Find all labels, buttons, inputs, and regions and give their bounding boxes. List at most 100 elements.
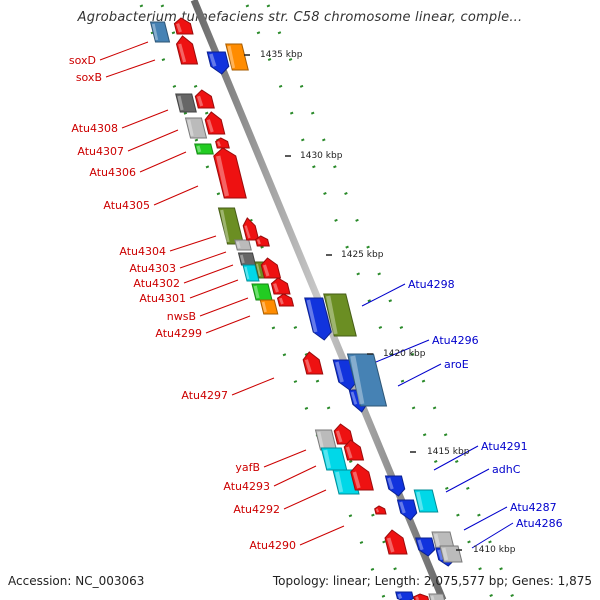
label-Atu4291: Atu4291 — [433, 440, 528, 471]
svg-text:1415 kbp: 1415 kbp — [427, 447, 470, 457]
svg-text:yafB: yafB — [235, 461, 260, 474]
gene-yafB-2 — [343, 439, 365, 461]
label-yafB: yafB — [235, 449, 307, 474]
label-Atu4304: Atu4304 — [119, 235, 217, 258]
gene-Atu4290 — [384, 529, 408, 555]
label-soxB: soxB — [76, 59, 156, 84]
gene-1409-rev — [413, 593, 430, 600]
gene-Atu4304-olive — [217, 207, 245, 245]
label-soxD: soxD — [69, 41, 149, 67]
label-Atu4286: Atu4286 — [471, 517, 563, 549]
svg-text:Atu4299: Atu4299 — [155, 327, 202, 340]
svg-text:Atu4296: Atu4296 — [432, 334, 479, 347]
gene-Atu4299-orange — [259, 299, 279, 315]
gene-Atu4299 — [276, 293, 295, 307]
label-Atu4296: Atu4296 — [375, 334, 479, 363]
gene-1436-orange — [225, 43, 249, 71]
gene-1409-gray — [428, 593, 446, 600]
svg-text:Atu4303: Atu4303 — [129, 262, 176, 275]
label-Atu4301: Atu4301 — [139, 279, 239, 305]
label-Atu4293: Atu4293 — [223, 465, 317, 493]
gene-labels: soxD soxB Atu4308Atu4307Atu4306Atu4305Atu4… — [69, 41, 563, 552]
label-Atu4297: Atu4297 — [181, 377, 275, 402]
svg-text:Atu4301: Atu4301 — [139, 292, 186, 305]
map-title: Agrobacterium tumefaciens str. C58 chrom… — [77, 10, 523, 25]
gene-Atu4293-cyan — [320, 447, 348, 471]
gene-Atu4302-cyan — [242, 264, 260, 282]
gene-1409-fwd — [395, 591, 414, 600]
label-aroE: aroE — [397, 358, 469, 387]
gene-Atu4287-gray — [431, 531, 455, 549]
gene-Atu4301 — [260, 257, 282, 279]
ruler-1415-kbp: 1415 kbp — [410, 447, 470, 457]
gene-nwsB — [270, 277, 291, 295]
gene-Atu4308-gray — [175, 93, 197, 113]
svg-text:Atu4297: Atu4297 — [181, 389, 228, 402]
gene-Atu4298 — [304, 297, 332, 341]
gene-Atu4286-gray — [439, 545, 463, 563]
gene-Atu4290-small — [374, 505, 387, 515]
svg-text:Atu4306: Atu4306 — [89, 166, 136, 179]
ruler-1435-kbp: 1435 kbp — [244, 50, 303, 60]
svg-text:aroE: aroE — [444, 358, 469, 371]
gene-adhC-fwd — [396, 499, 418, 521]
gene-Atu4306 — [215, 137, 230, 149]
label-Atu4298: Atu4298 — [361, 278, 455, 307]
gene-Atu4307 — [204, 111, 226, 135]
svg-text:Atu4304: Atu4304 — [119, 245, 166, 258]
gene-Atu4297 — [302, 351, 324, 375]
svg-text:Atu4291: Atu4291 — [481, 440, 528, 453]
label-Atu4306: Atu4306 — [89, 151, 187, 179]
label-Atu4302: Atu4302 — [133, 264, 234, 290]
ruler-1430-kbp: 1430 kbp — [285, 151, 343, 161]
svg-text:Atu4293: Atu4293 — [223, 480, 270, 493]
gene-Atu4307-gray — [184, 117, 208, 139]
svg-text:Atu4290: Atu4290 — [249, 539, 296, 552]
svg-text:Atu4292: Atu4292 — [233, 503, 280, 516]
gene-Atu4292 — [350, 463, 374, 491]
svg-text:1430 kbp: 1430 kbp — [300, 151, 343, 161]
gene-nwsB-green — [251, 283, 273, 301]
gene-1436-fwd — [206, 51, 230, 75]
gene-aroE — [346, 353, 388, 407]
label-nwsB: nwsB — [167, 297, 249, 323]
svg-text:Atu4287: Atu4287 — [510, 501, 557, 514]
label-Atu4308: Atu4308 — [71, 109, 169, 135]
label-Atu4303: Atu4303 — [129, 251, 227, 275]
svg-text:Atu4286: Atu4286 — [516, 517, 563, 530]
tick-track-outer-right — [266, 4, 516, 600]
label-Atu4305: Atu4305 — [103, 185, 199, 212]
svg-text:adhC: adhC — [492, 463, 521, 476]
gene-Atu4302-gray — [237, 252, 257, 266]
gene-Atu4304 — [242, 217, 260, 241]
gene-Atu4306-green — [194, 143, 214, 155]
label-Atu4299: Atu4299 — [155, 315, 251, 340]
svg-text:Atu4298: Atu4298 — [408, 278, 455, 291]
label-Atu4290: Atu4290 — [249, 525, 345, 552]
gene-adhC — [413, 489, 439, 513]
svg-text:1425 kbp: 1425 kbp — [341, 250, 384, 260]
gene-Atu4291 — [384, 475, 406, 497]
svg-text:nwsB: nwsB — [167, 310, 196, 323]
svg-text:soxD: soxD — [69, 54, 96, 67]
label-Atu4287: Atu4287 — [463, 501, 557, 531]
gene-Atu4304-gray — [234, 239, 252, 251]
gene-soxD-segment — [149, 21, 171, 43]
gene-Atu4298-olive — [323, 293, 357, 337]
gene-Atu4308 — [194, 89, 215, 109]
gene-features — [149, 17, 463, 600]
ruler-1425-kbp: 1425 kbp — [326, 250, 384, 260]
accession-text: Accession: NC_003063 — [8, 574, 145, 588]
svg-text:Atu4307: Atu4307 — [77, 145, 124, 158]
ruler-1420-kbp: 1420 kbp — [367, 349, 426, 359]
gene-Atu4303 — [255, 235, 270, 247]
label-Atu4307: Atu4307 — [77, 129, 179, 158]
svg-text:1410 kbp: 1410 kbp — [473, 545, 516, 555]
svg-text:soxB: soxB — [76, 71, 102, 84]
gene-Atu4287 — [415, 537, 436, 557]
gene-yafB-gray — [314, 429, 338, 451]
svg-text:Atu4302: Atu4302 — [133, 277, 180, 290]
gene-soxB — [175, 35, 199, 65]
label-Atu4292: Atu4292 — [233, 489, 327, 516]
